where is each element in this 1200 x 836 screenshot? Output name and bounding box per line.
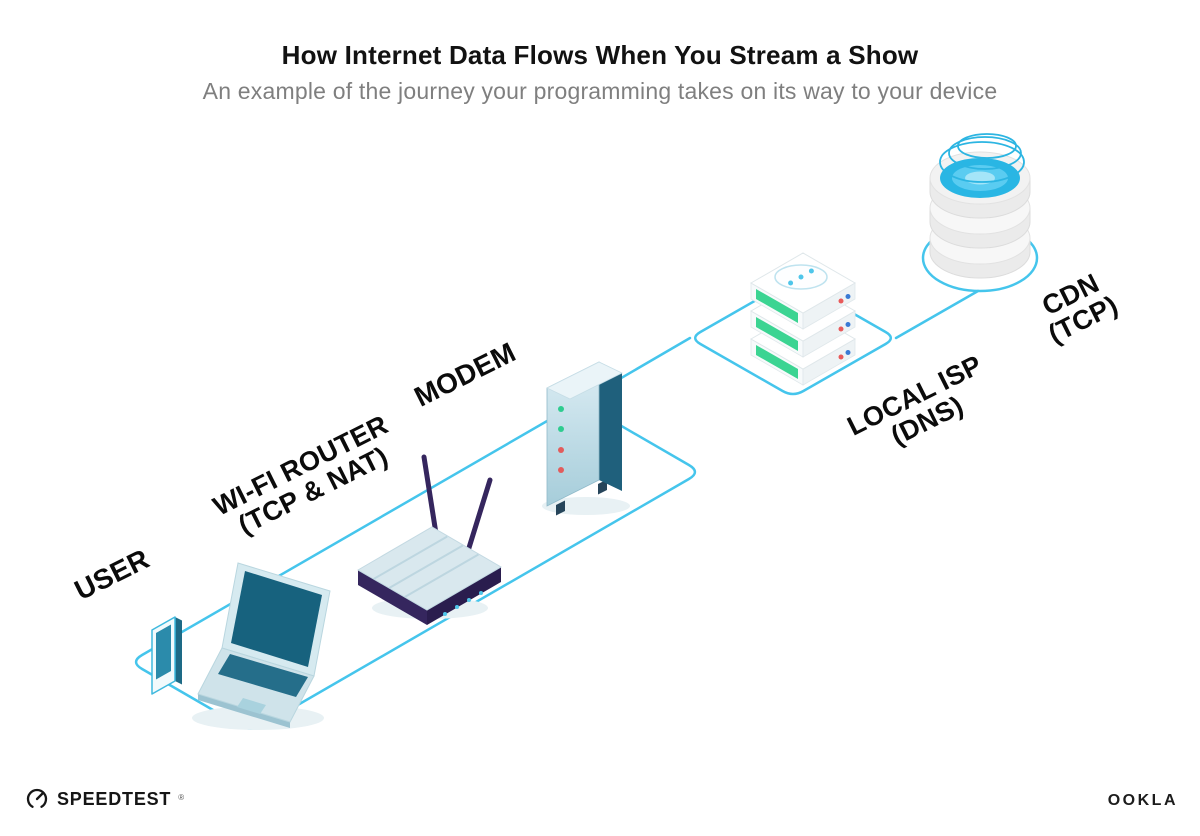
ookla-logo: OOKLA (1107, 792, 1178, 809)
smartphone-icon (151, 616, 182, 695)
modem-icon (546, 361, 623, 516)
page-subtitle: An example of the journey your programmi… (202, 78, 998, 104)
speedtest-logo: SPEEDTEST ® (24, 786, 184, 812)
isp-to-cdn-link (894, 289, 980, 340)
wifi-router-icon (357, 454, 502, 625)
speedtest-trademark-symbol: ® (178, 792, 185, 802)
speedtest-gauge-icon (26, 788, 48, 808)
cdn-database-icon (929, 133, 1031, 279)
isp-server-icon (749, 252, 857, 386)
page-title: How Internet Data Flows When You Stream … (281, 40, 919, 70)
modem-leds (558, 406, 564, 473)
laptop-icon (197, 562, 331, 728)
speedtest-wordmark: SPEEDTEST (57, 788, 172, 809)
